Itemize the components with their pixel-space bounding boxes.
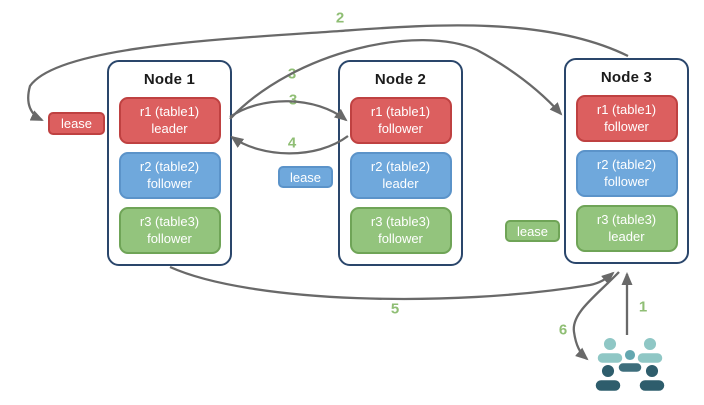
arrow-step5-node1-to-node3 [169,265,615,301]
replica-name: r3 (table3) [370,213,431,229]
node3-replica-r1: r1 (table1) follower [575,95,678,142]
node1-replica-r1: r1 (table1) leader [118,97,221,144]
replica-name: r2 (table2) [139,158,200,174]
replica-role: follower [604,173,649,189]
replica-role: follower [378,230,423,246]
node2-replica-r1: r1 (table1) follower [349,97,452,144]
node1-box: Node 1 r1 (table1) leader r2 (table2) fo… [107,60,232,266]
replica-name: r1 (table1) [370,103,431,119]
replica-role: leader [608,228,645,244]
users-icon [594,336,666,393]
replica-role: follower [147,175,192,191]
node2-title: Node 2 [374,71,427,88]
node1-title: Node 1 [143,71,196,88]
replica-name: r1 (table1) [596,101,657,117]
replica-name: r2 (table2) [370,158,431,174]
node3-replica-r3: r3 (table3) leader [575,205,678,252]
replica-name: r1 (table1) [139,103,200,119]
replica-name: r2 (table2) [596,156,657,172]
node2-replica-r3: r3 (table3) follower [349,207,452,254]
node2-replica-r2: r2 (table2) leader [349,152,452,199]
node3-title: Node 3 [600,69,653,86]
replica-role: follower [604,118,649,134]
replica-role: leader [151,120,188,136]
replica-name: r3 (table3) [596,211,657,227]
replica-name: r3 (table3) [139,213,200,229]
step-label-6: 6 [558,321,568,339]
step-label-3-upper: 3 [287,65,297,83]
node2-box: Node 2 r1 (table1) follower r2 (table2) … [338,60,463,266]
lease-label-green: lease [505,220,560,242]
node3-replica-r2: r2 (table2) follower [575,150,678,197]
step-label-2: 2 [335,9,345,27]
step-label-3-lower: 3 [288,91,298,109]
node3-box: Node 3 r1 (table1) follower r2 (table2) … [564,58,689,264]
step-label-4: 4 [287,134,297,152]
step-label-1: 1 [638,298,648,316]
replica-role: leader [382,175,419,191]
lease-label-red: lease [48,112,105,135]
replica-role: follower [378,120,423,136]
step-label-5: 5 [390,300,400,318]
node1-replica-r3: r3 (table3) follower [118,207,221,254]
replica-role: follower [147,230,192,246]
node1-replica-r2: r2 (table2) follower [118,152,221,199]
lease-label-blue: lease [278,166,333,188]
